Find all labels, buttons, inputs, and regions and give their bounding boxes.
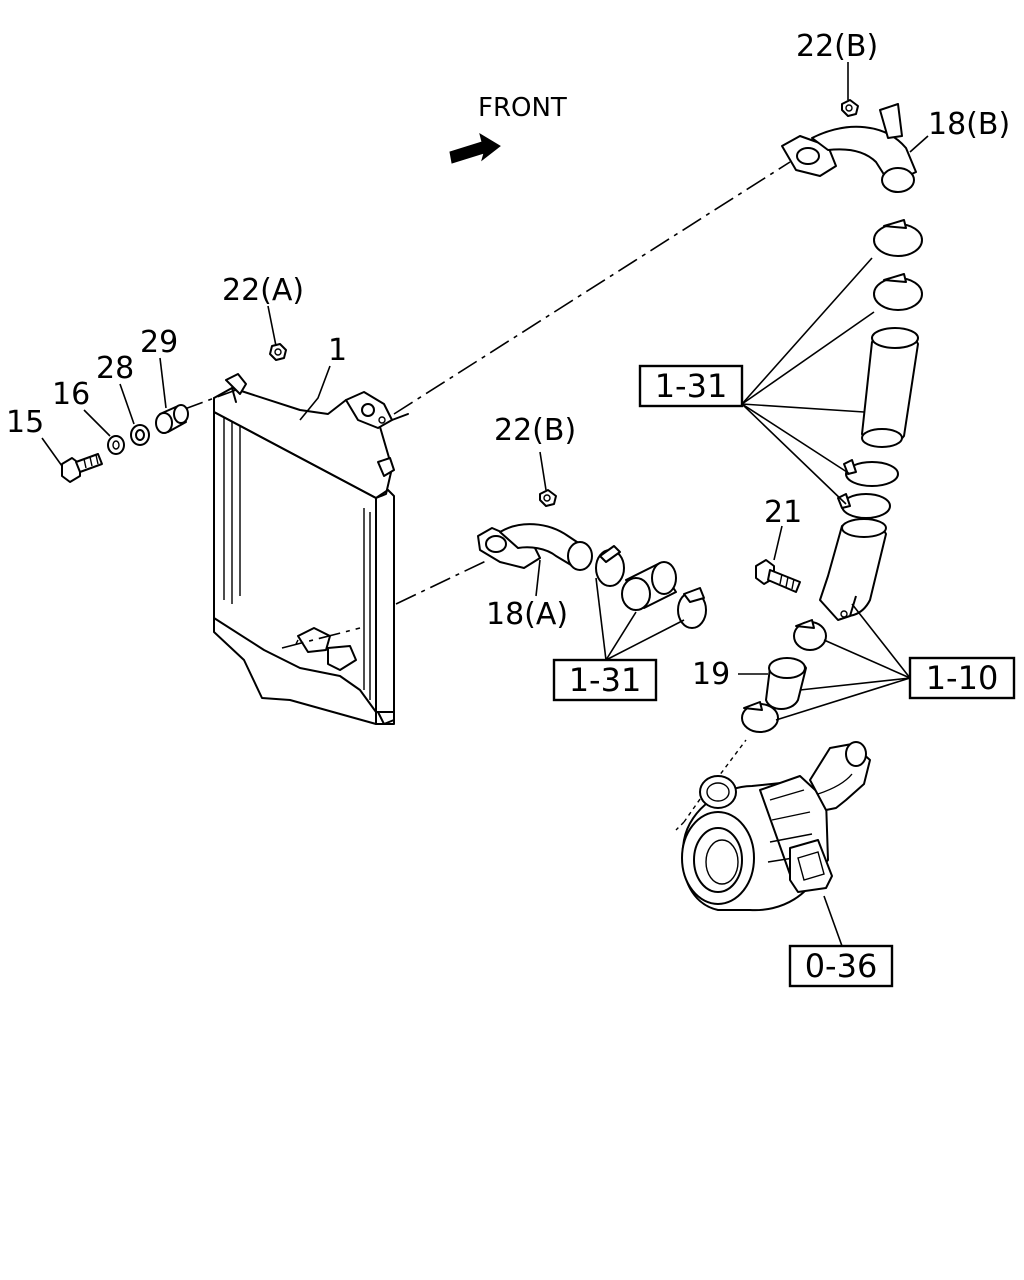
intercooler	[213, 373, 409, 725]
front-direction-indicator: FRONT	[449, 93, 567, 164]
turbocharger	[675, 741, 871, 912]
front-arrow-icon	[449, 132, 501, 164]
callout-22a: 22(A)	[222, 273, 304, 308]
callout-1: 1	[328, 333, 347, 368]
hose-clamp-set-c	[741, 619, 827, 733]
nut-22a	[269, 343, 287, 361]
callout-15: 15	[6, 405, 44, 440]
reference-1-31-upper[interactable]: 1-31	[638, 364, 744, 408]
callout-21: 21	[764, 495, 802, 530]
leader-lines	[41, 62, 929, 947]
callout-22b-top: 22(B)	[796, 29, 878, 64]
callout-16: 16	[52, 377, 90, 412]
front-label: FRONT	[478, 93, 567, 123]
callout-labels: 15 16 28 29 22(A) 1 22(B) 18(A) 22(B) 18…	[6, 29, 1010, 692]
reference-0-36-label: 0-36	[805, 947, 878, 985]
pipe-18a	[477, 523, 593, 571]
callout-29: 29	[140, 325, 178, 360]
reference-1-31-lower[interactable]: 1-31	[552, 658, 658, 702]
reference-1-10[interactable]: 1-10	[908, 656, 1016, 700]
callout-28: 28	[96, 351, 134, 386]
callout-18a: 18(A)	[486, 597, 568, 632]
bolt-21	[755, 559, 801, 593]
nut-22b-mid	[539, 489, 557, 507]
washer-28	[130, 424, 150, 446]
bushing-29	[155, 404, 189, 434]
pipe-18b	[781, 103, 917, 193]
reference-0-36[interactable]: 0-36	[788, 944, 894, 988]
reference-1-10-label: 1-10	[926, 659, 999, 697]
hose-clamp-set-b	[837, 219, 923, 519]
bolt-15	[61, 453, 103, 483]
nut-22b-top	[841, 99, 859, 117]
callout-18b: 18(B)	[928, 107, 1010, 142]
hose-clamp-set-a	[595, 545, 707, 629]
callout-22b-mid: 22(B)	[494, 413, 576, 448]
elbow-pipe	[819, 518, 887, 621]
reference-1-31-lower-label: 1-31	[569, 661, 642, 699]
callout-19: 19	[692, 657, 730, 692]
washer-16	[107, 435, 125, 455]
reference-1-31-upper-label: 1-31	[655, 367, 728, 405]
assembly-lines	[181, 161, 791, 823]
